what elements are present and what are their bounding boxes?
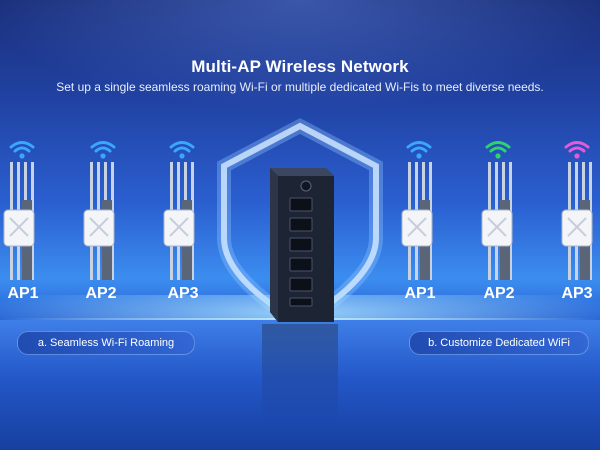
page-title: Multi-AP Wireless Network bbox=[191, 57, 409, 76]
ap-label: AP2 bbox=[85, 285, 117, 302]
dedicated-wifi-label: b. Customize Dedicated WiFi bbox=[409, 331, 589, 355]
wifi-icon bbox=[9, 141, 35, 159]
wifi-icon bbox=[90, 141, 116, 159]
access-point-icon bbox=[401, 162, 433, 280]
wifi-icon bbox=[406, 141, 432, 159]
access-point-icon bbox=[481, 162, 513, 280]
router-device-icon bbox=[270, 168, 334, 322]
wifi-icon bbox=[485, 141, 511, 159]
page-subtitle: Set up a single seamless roaming Wi-Fi o… bbox=[56, 80, 544, 94]
ap-label: AP1 bbox=[404, 285, 436, 302]
access-point-icon bbox=[83, 162, 115, 280]
wifi-icon bbox=[564, 141, 590, 159]
ap-label: AP3 bbox=[561, 285, 593, 302]
router-reflection bbox=[262, 324, 338, 424]
access-point-icon bbox=[561, 162, 593, 280]
wifi-icon bbox=[169, 141, 195, 159]
ap-label: AP1 bbox=[7, 285, 39, 302]
seamless-roaming-label: a. Seamless Wi-Fi Roaming bbox=[17, 331, 195, 355]
access-point-icon bbox=[163, 162, 195, 280]
ap-label: AP3 bbox=[167, 285, 199, 302]
access-point-icon bbox=[3, 162, 35, 280]
top-glow bbox=[0, 0, 600, 120]
ap-label: AP2 bbox=[483, 285, 515, 302]
